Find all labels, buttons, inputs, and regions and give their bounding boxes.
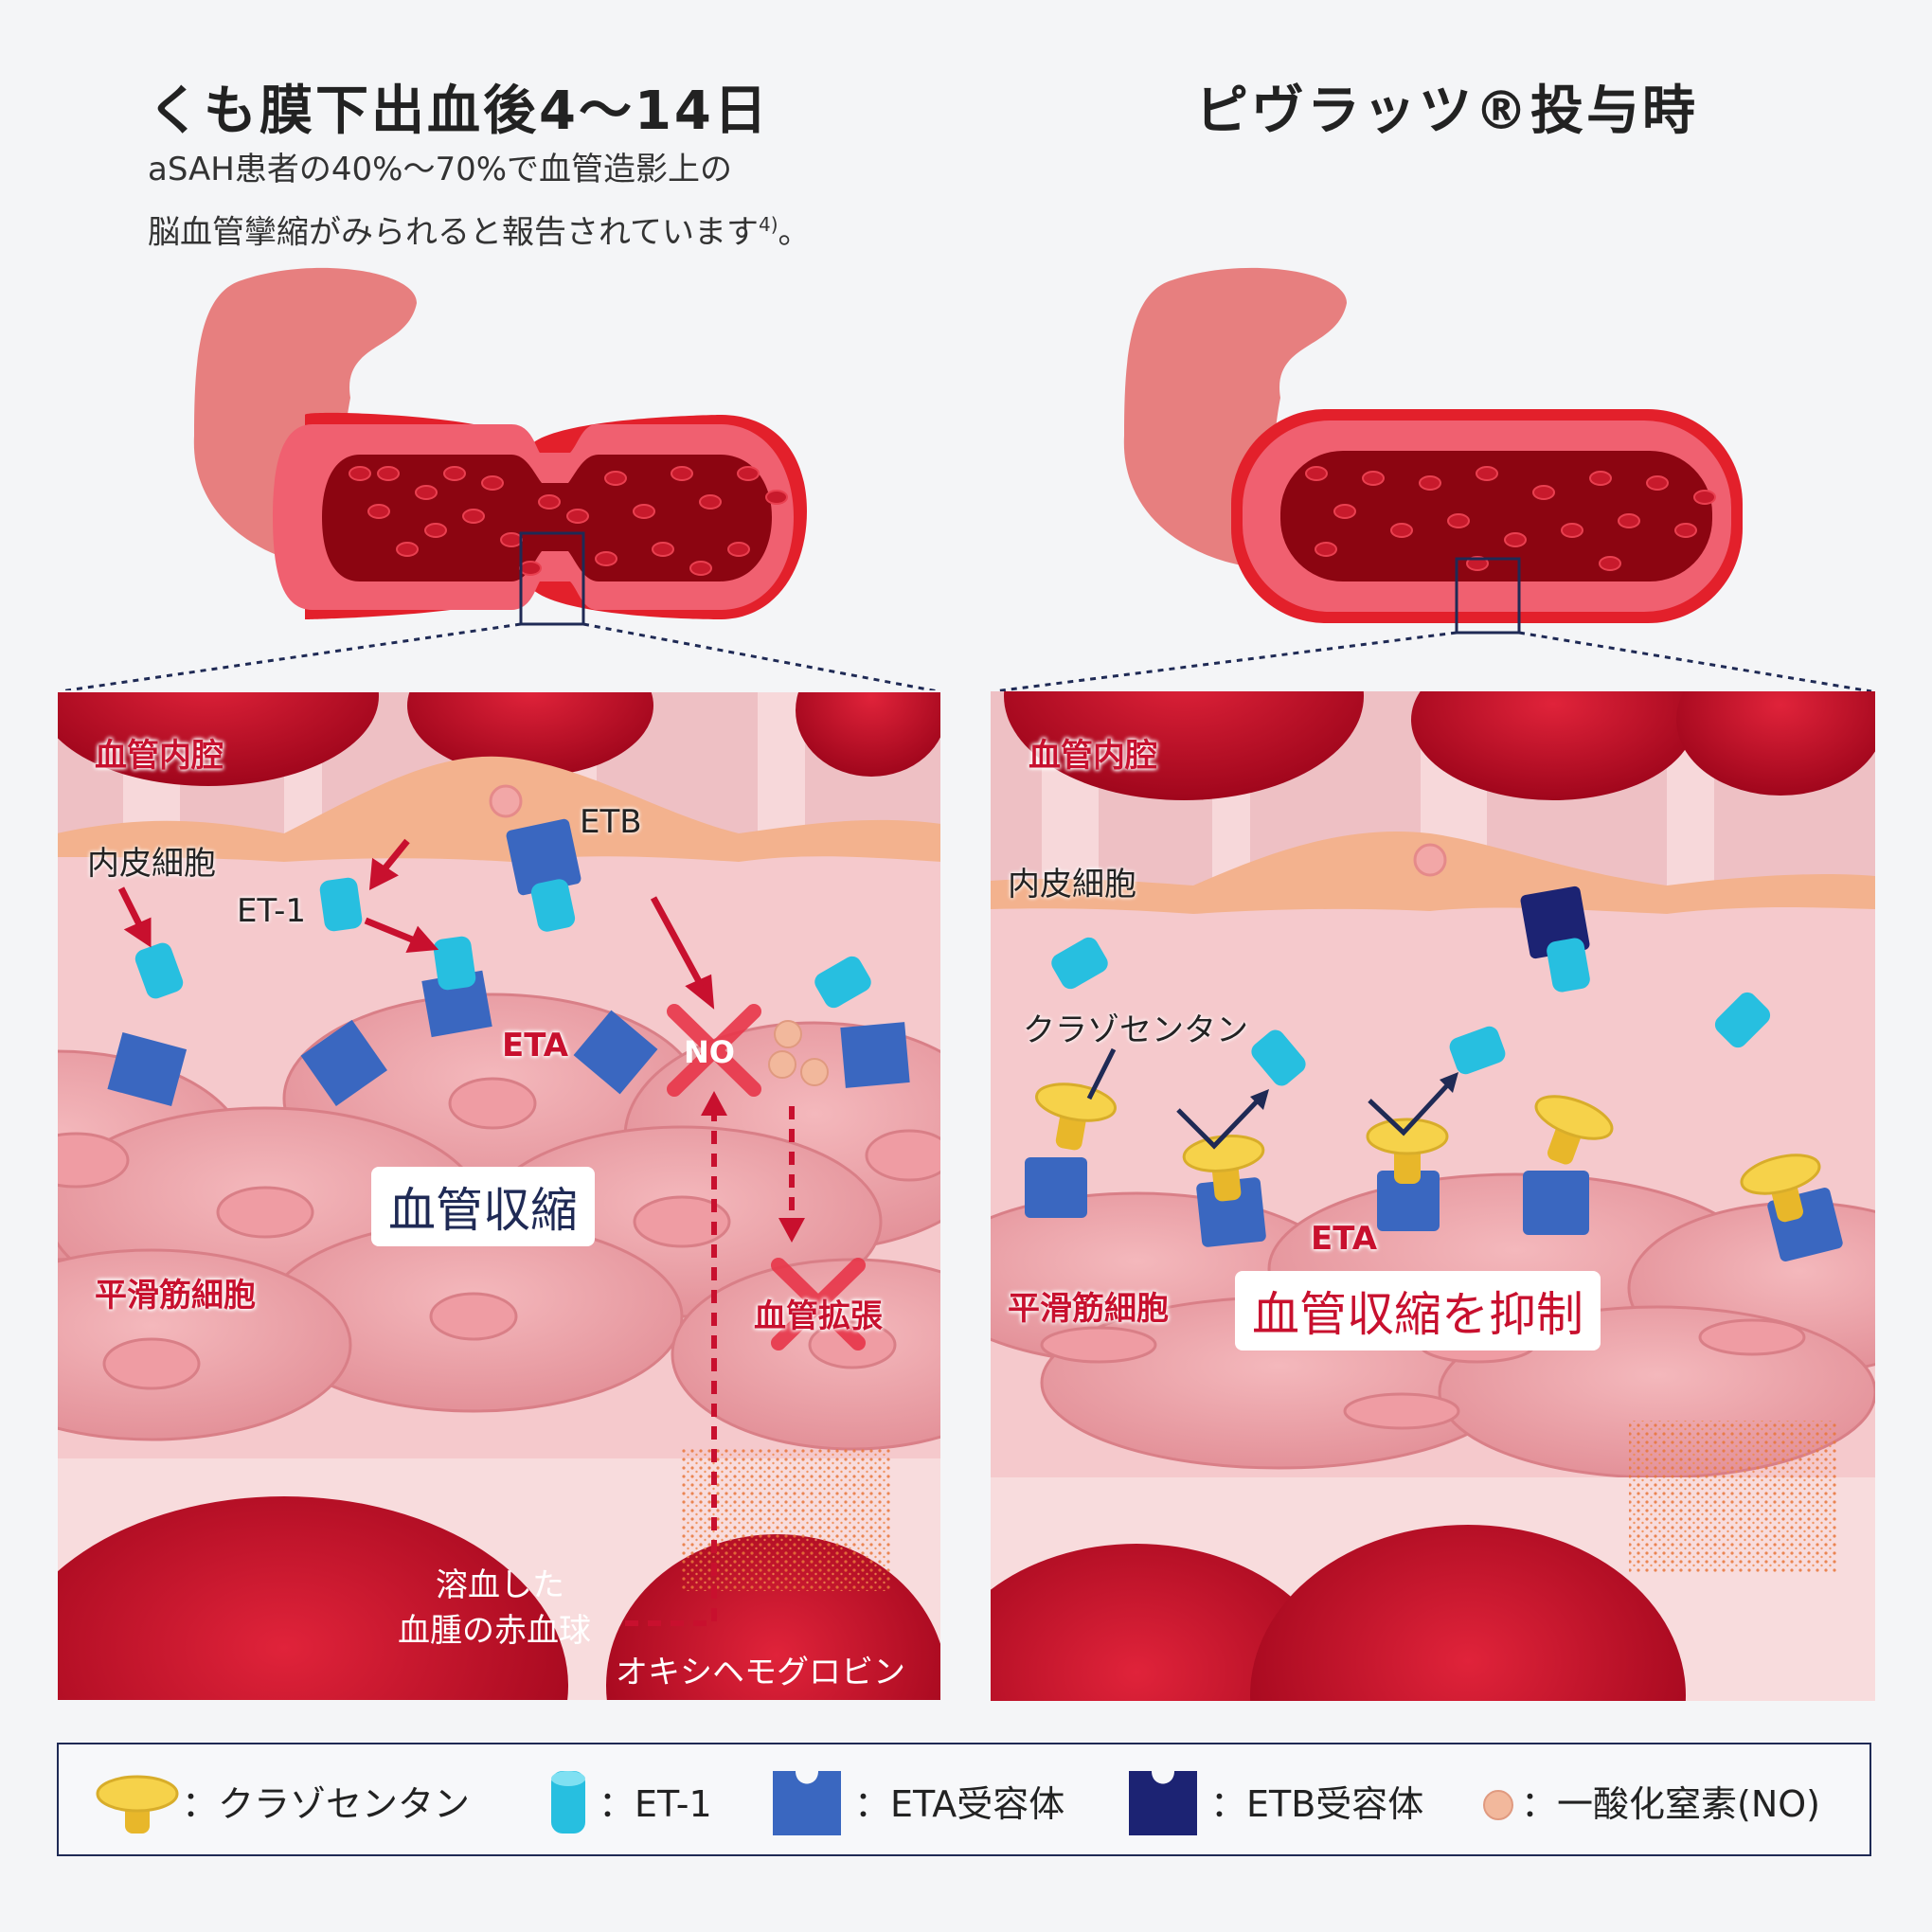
legend: ：クラゾセンタン ：ET-1 ：ETA受容体 ：ETB受容体 ：一酸化窒素(NO… bbox=[57, 1743, 1871, 1856]
left-etb-label: ETB bbox=[580, 803, 642, 841]
etb-receptor-legend-icon bbox=[1129, 1771, 1197, 1835]
et1-molecule bbox=[134, 877, 871, 1009]
clazosentan-molecules bbox=[1035, 1082, 1821, 1223]
right-title: ピヴラッツ®投与時 bbox=[1195, 80, 1698, 142]
no-label: NO bbox=[684, 1034, 735, 1070]
eta-receptors bbox=[107, 970, 910, 1107]
legend-etb-label: ：ETB受容体 bbox=[1210, 1783, 1424, 1825]
right-hematoma-rbc-2 bbox=[1250, 1525, 1686, 1701]
left-endothelial-label: 内皮細胞 bbox=[87, 845, 216, 883]
right-zoom-box bbox=[1455, 557, 1521, 635]
right-oxyhemoglobin-cloud bbox=[1629, 1421, 1837, 1572]
etb-receptor bbox=[506, 818, 581, 932]
left-subtitle-line1: aSAH患者の40%～70%で血管造影上の bbox=[148, 151, 733, 188]
right-smooth-muscle-label: 平滑筋細胞 bbox=[1008, 1290, 1169, 1328]
clazosentan-label: クラゾセンタン bbox=[1023, 1011, 1248, 1049]
dilation-label: 血管拡張 bbox=[754, 1297, 883, 1335]
legend-et1-label: ：ET-1 bbox=[599, 1783, 712, 1825]
left-subtitle-line2: 脳血管攣縮がみられると報告されています bbox=[148, 213, 759, 252]
hemolyzed-label-line1: 溶血した bbox=[436, 1566, 564, 1604]
right-vessel-illustration bbox=[993, 267, 1872, 693]
inhibit-constriction-label: 血管収縮を抑制 bbox=[1235, 1271, 1601, 1351]
hemolyzed-label-line2: 血腫の赤血球 bbox=[398, 1612, 591, 1650]
legend-no-label: ：一酸化窒素(NO) bbox=[1521, 1783, 1820, 1825]
right-free-et1 bbox=[1051, 937, 1771, 1086]
left-top-rbc-3 bbox=[796, 691, 941, 777]
eta-receptor-legend-icon bbox=[773, 1771, 841, 1835]
right-lumen-label: 血管内腔 bbox=[1029, 737, 1157, 775]
right-eta-label: ETA bbox=[1311, 1220, 1378, 1258]
left-smooth-muscle-label: 平滑筋細胞 bbox=[95, 1277, 256, 1315]
left-vessel-illustration bbox=[60, 267, 939, 693]
etb-receptor-blocked bbox=[1520, 886, 1590, 993]
left-subtitle: aSAH患者の40%～70%で血管造影上の 脳血管攣縮がみられると報告されていま… bbox=[148, 142, 811, 259]
et1-legend-icon bbox=[551, 1771, 585, 1834]
left-top-rbc-1 bbox=[57, 691, 379, 786]
right-top-rbc-3 bbox=[1676, 691, 1875, 796]
left-subtitle-ref: 4) bbox=[758, 213, 778, 236]
left-zoom-box bbox=[519, 531, 585, 626]
no-molecules bbox=[768, 1020, 829, 1086]
left-et1-label: ET-1 bbox=[237, 892, 307, 930]
oxyhemoglobin-label: オキシヘモグロビン bbox=[616, 1654, 905, 1691]
right-top-rbc-1 bbox=[1004, 691, 1364, 800]
right-detail-panel bbox=[991, 691, 1875, 1701]
constriction-label: 血管収縮 bbox=[371, 1167, 595, 1246]
left-title: くも膜下出血後4～14日 bbox=[148, 80, 770, 142]
right-top-rbc-2 bbox=[1411, 691, 1695, 800]
left-top-rbc-2 bbox=[407, 691, 653, 777]
left-lumen-label: 血管内腔 bbox=[95, 737, 224, 775]
left-eta-label: ETA bbox=[502, 1027, 569, 1064]
left-hematoma-rbc-1 bbox=[57, 1496, 568, 1701]
left-subtitle-end: 。 bbox=[778, 213, 811, 252]
right-endothelial-label: 内皮細胞 bbox=[1008, 866, 1136, 903]
legend-clazosentan-label: ：クラゾセンタン bbox=[182, 1783, 471, 1825]
no-legend-icon bbox=[1483, 1790, 1513, 1820]
clazosentan-legend-icon bbox=[96, 1775, 179, 1834]
legend-eta-label: ：ETA受容体 bbox=[854, 1783, 1065, 1825]
left-vessel-rbcs bbox=[349, 466, 788, 576]
